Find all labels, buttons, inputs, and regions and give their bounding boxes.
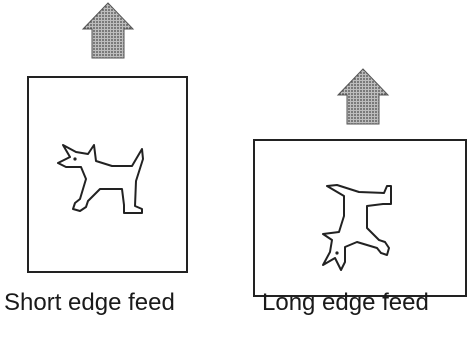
- up-arrow-icon: [81, 2, 135, 59]
- dog-rotated-icon: [322, 184, 392, 271]
- long-edge-caption: Long edge feed: [262, 289, 429, 316]
- paper-landscape: [253, 139, 467, 297]
- short-edge-caption: Short edge feed: [4, 289, 175, 316]
- up-arrow-icon: [336, 68, 390, 125]
- dog-upright-icon: [57, 144, 144, 214]
- paper-portrait: [27, 76, 188, 273]
- short-edge-panel: [27, 2, 188, 273]
- long-edge-panel: [253, 68, 467, 297]
